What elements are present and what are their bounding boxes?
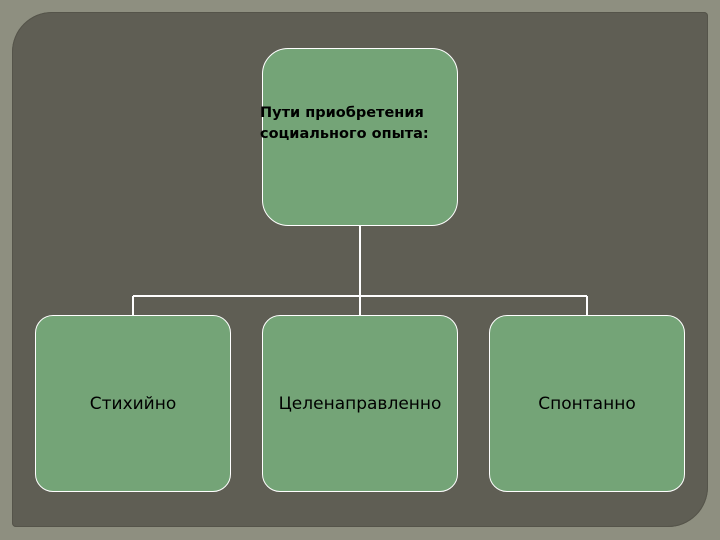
root-label-line-1: Пути приобретения	[260, 105, 424, 121]
child-node-spontaneous: Спонтанно	[489, 315, 685, 492]
child-node-label: Целенаправленно	[278, 393, 442, 414]
root-node: Пути приобретения социального опыта:	[260, 48, 458, 226]
child-node-spontaneous-natural: Стихийно	[35, 315, 231, 492]
child-node-label: Стихийно	[89, 393, 177, 414]
root-label-line-2: социального опыта:	[260, 126, 429, 142]
root-node-label: Пути приобретения социального опыта:	[260, 103, 429, 145]
child-node-label: Спонтанно	[538, 393, 636, 414]
child-node-purposeful: Целенаправленно	[262, 315, 458, 492]
